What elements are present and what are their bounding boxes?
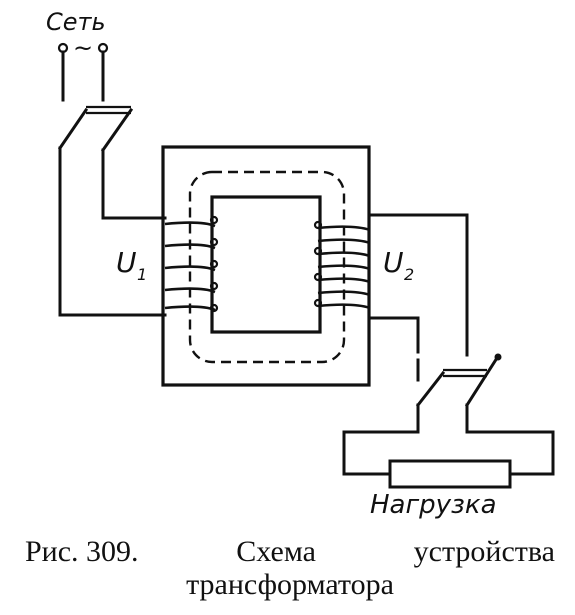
load-label: Нагрузка bbox=[370, 490, 497, 520]
figure-caption-line1: Рис. 309. Схема устройства bbox=[25, 535, 555, 569]
u2-subscript: 2 bbox=[404, 265, 414, 284]
ac-source-terminals: ~ bbox=[57, 34, 109, 62]
caption-word-device: устройства bbox=[413, 535, 555, 568]
figure-number: Рис. 309. bbox=[25, 535, 139, 568]
figure-caption-line2: трансформатора bbox=[186, 568, 394, 601]
u1-label: U 1 bbox=[116, 246, 147, 284]
magnetic-flux-path bbox=[188, 170, 346, 364]
u2-main: U bbox=[383, 246, 404, 279]
secondary-wiring bbox=[367, 213, 469, 357]
transformer-core bbox=[161, 145, 371, 387]
network-label: Сеть bbox=[46, 8, 106, 36]
secondary-switch bbox=[415, 353, 502, 408]
core-window bbox=[210, 195, 322, 334]
primary-coil bbox=[164, 215, 219, 313]
core-outer bbox=[161, 145, 371, 387]
load-resistor bbox=[388, 459, 512, 489]
secondary-coil bbox=[313, 220, 371, 310]
u1-subscript: 1 bbox=[137, 265, 147, 284]
u2-label: U 2 bbox=[383, 246, 414, 284]
caption-word-scheme: Схема bbox=[236, 535, 316, 568]
primary-wiring bbox=[58, 146, 167, 317]
ac-symbol: ~ bbox=[73, 34, 93, 62]
load-circuit bbox=[342, 403, 555, 489]
u1-main: U bbox=[116, 246, 137, 279]
primary-switch bbox=[57, 50, 134, 153]
